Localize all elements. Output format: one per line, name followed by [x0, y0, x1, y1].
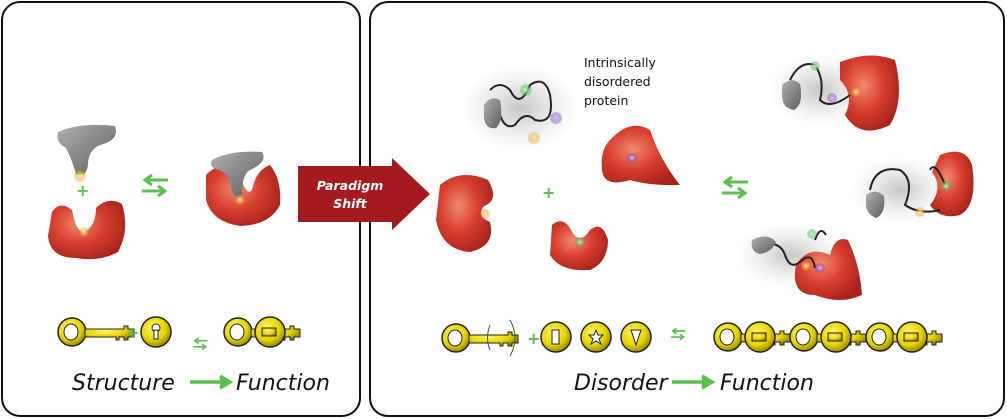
caption-function: Function	[720, 371, 814, 396]
key-in-square-lock-icon	[713, 321, 791, 353]
plus-sign: +	[542, 183, 555, 202]
complex-1	[770, 55, 899, 131]
arrow-right-icon	[190, 374, 234, 390]
square-lock-icon	[540, 321, 572, 353]
disordered-protein	[462, 66, 578, 150]
flexible-key-icon	[441, 319, 519, 357]
orange-binding-site	[79, 227, 89, 237]
caption-function: Function	[236, 371, 330, 396]
arrow-right-icon	[672, 374, 716, 390]
paradigm-shift-arrow: Paradigm Shift	[298, 158, 430, 230]
idp-label: Intrinsically disordered protein	[584, 55, 660, 108]
svg-text:Shift: Shift	[333, 196, 368, 211]
orange-binding-site	[74, 170, 86, 182]
key-in-star-lock-icon	[789, 321, 867, 353]
complex-3	[738, 223, 862, 300]
caption-structure: Structure	[72, 371, 175, 396]
star-lock-icon	[580, 321, 612, 353]
key-in-lock-icon	[223, 316, 301, 348]
complex-receptor	[206, 165, 281, 226]
left-panel: + + Structure Function	[1, 1, 361, 417]
key-in-triangle-lock-icon	[865, 321, 943, 353]
plus-sign: +	[126, 323, 139, 342]
partner-protein-2	[601, 125, 680, 186]
svg-text:Paradigm: Paradigm	[317, 178, 384, 193]
complex-2	[852, 151, 974, 222]
keyhole-lock-icon	[140, 316, 172, 348]
right-panel: Intrinsically disordered protein +	[369, 1, 1005, 417]
receptor-protein	[48, 200, 126, 260]
orange-binding-site	[235, 195, 245, 205]
partner-protein-1	[436, 175, 494, 252]
plus-sign: +	[527, 329, 540, 348]
plus-sign: +	[76, 181, 89, 200]
caption-disorder: Disorder	[574, 371, 670, 396]
ligand-shape	[57, 124, 116, 175]
complex-ligand	[211, 151, 264, 197]
triangle-lock-icon	[620, 321, 652, 353]
